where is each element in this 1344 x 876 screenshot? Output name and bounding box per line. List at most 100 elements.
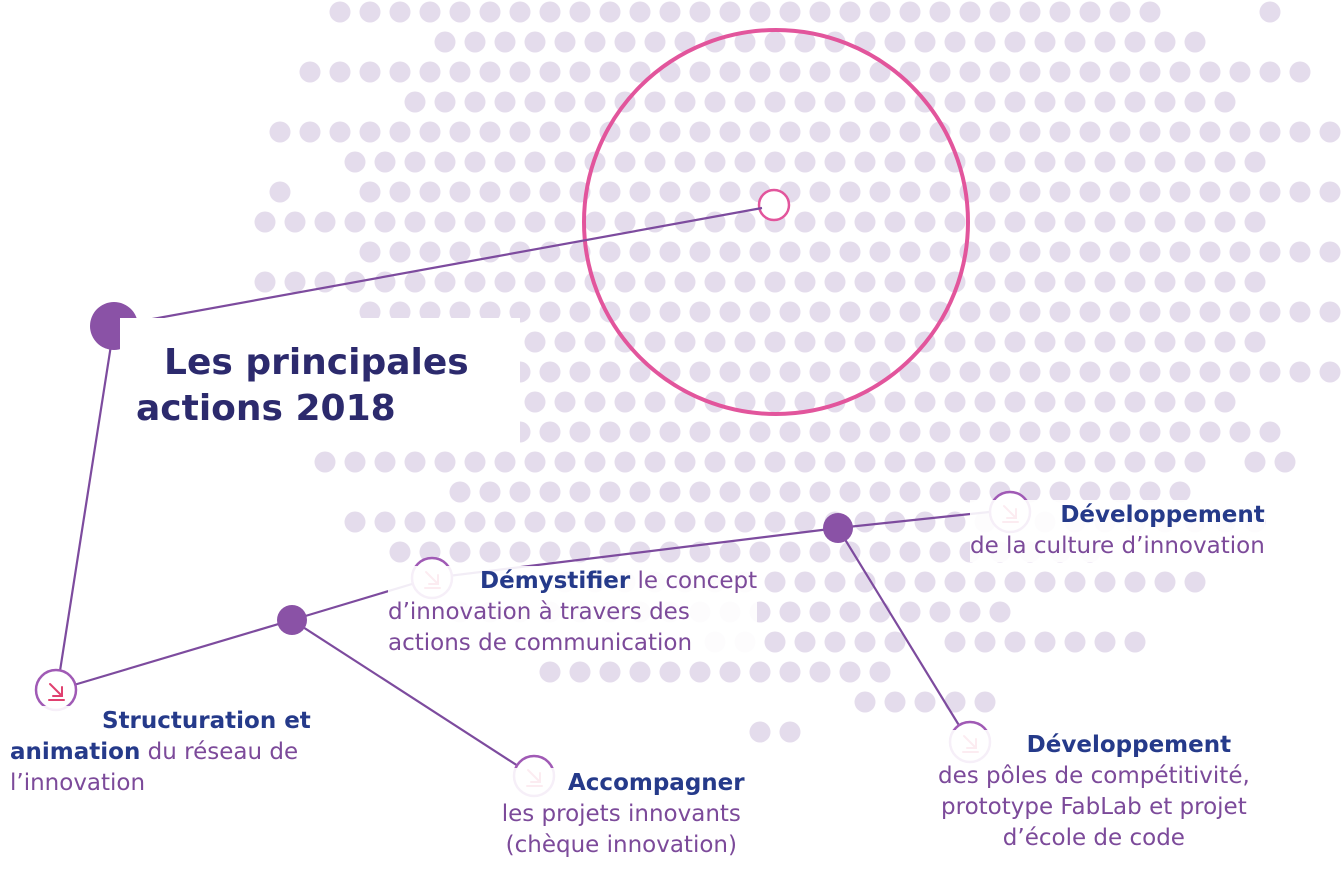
pattern-dot xyxy=(989,121,1011,143)
pattern-dot xyxy=(974,271,996,293)
pattern-dot xyxy=(1004,631,1026,653)
pattern-dot xyxy=(269,121,291,143)
pattern-dot xyxy=(569,661,591,683)
pattern-dot xyxy=(434,151,456,173)
pattern-dot xyxy=(374,451,396,473)
pattern-dot xyxy=(779,661,801,683)
pattern-dot xyxy=(839,361,861,383)
pattern-dot xyxy=(629,121,651,143)
pattern-dot xyxy=(1169,301,1191,323)
pattern-dot xyxy=(1319,181,1341,203)
pattern-dot xyxy=(449,1,471,23)
pattern-dot xyxy=(929,181,951,203)
pattern-dot xyxy=(1229,241,1251,263)
pattern-dot xyxy=(674,91,696,113)
pattern-dot xyxy=(1184,91,1206,113)
pattern-dot xyxy=(524,391,546,413)
pattern-dot xyxy=(1214,211,1236,233)
pattern-dot xyxy=(974,571,996,593)
pattern-dot xyxy=(1049,61,1071,83)
pattern-dot xyxy=(659,181,681,203)
pattern-dot xyxy=(944,91,966,113)
pattern-dot xyxy=(749,241,771,263)
pattern-dot xyxy=(674,391,696,413)
pattern-dot xyxy=(389,1,411,23)
pattern-dot xyxy=(689,1,711,23)
pattern-dot xyxy=(1004,331,1026,353)
pattern-dot xyxy=(1049,481,1071,503)
poles-text-1: des pôles de compétitivité, xyxy=(938,763,1250,789)
pattern-dot xyxy=(869,481,891,503)
pattern-dot xyxy=(1169,361,1191,383)
pattern-dot xyxy=(749,61,771,83)
pattern-dot xyxy=(644,451,666,473)
pattern-dot xyxy=(599,361,621,383)
pattern-dot xyxy=(779,721,801,743)
pattern-dot xyxy=(764,151,786,173)
pattern-dot xyxy=(479,61,501,83)
pattern-dot xyxy=(794,271,816,293)
accompagner-text-1: les projets innovants xyxy=(501,801,741,827)
pattern-dot xyxy=(974,211,996,233)
pattern-dot xyxy=(824,451,846,473)
pattern-dot xyxy=(599,181,621,203)
pattern-dot xyxy=(944,631,966,653)
connector-lines xyxy=(55,206,1009,776)
pattern-dot xyxy=(1289,181,1311,203)
pattern-dot xyxy=(404,511,426,533)
pattern-dot xyxy=(1049,181,1071,203)
pattern-dot xyxy=(464,151,486,173)
pattern-dot xyxy=(779,1,801,23)
pattern-dot xyxy=(989,421,1011,443)
pattern-dot xyxy=(644,511,666,533)
pattern-dot xyxy=(884,451,906,473)
pattern-dot xyxy=(989,61,1011,83)
pattern-dot xyxy=(734,211,756,233)
pattern-dot xyxy=(1259,241,1281,263)
pattern-dot xyxy=(524,331,546,353)
pattern-dot xyxy=(449,241,471,263)
pattern-dot xyxy=(1289,61,1311,83)
pattern-dot xyxy=(869,421,891,443)
pattern-dot xyxy=(584,331,606,353)
pattern-dot xyxy=(719,361,741,383)
pattern-dot xyxy=(1124,391,1146,413)
pattern-dot xyxy=(524,91,546,113)
pattern-dot xyxy=(809,421,831,443)
pattern-dot xyxy=(1289,241,1311,263)
pattern-dot xyxy=(554,391,576,413)
pattern-dot xyxy=(1259,181,1281,203)
pattern-dot xyxy=(539,661,561,683)
pattern-dot xyxy=(1034,211,1056,233)
pattern-dot xyxy=(1064,151,1086,173)
pattern-dot xyxy=(929,241,951,263)
pattern-dot xyxy=(869,1,891,23)
pattern-dot xyxy=(794,211,816,233)
pattern-dot xyxy=(704,511,726,533)
pattern-dot xyxy=(314,211,336,233)
pattern-dot xyxy=(749,541,771,563)
pattern-dot xyxy=(449,481,471,503)
pattern-dot xyxy=(944,691,966,713)
pattern-dot xyxy=(884,31,906,53)
structuration-heading-2: animation xyxy=(10,739,141,765)
pattern-dot xyxy=(539,121,561,143)
pattern-dot xyxy=(824,211,846,233)
pattern-dot xyxy=(389,181,411,203)
pattern-dot xyxy=(719,121,741,143)
pattern-dot xyxy=(1049,241,1071,263)
pattern-dot xyxy=(1214,331,1236,353)
pattern-dot xyxy=(809,181,831,203)
pattern-dot xyxy=(809,241,831,263)
pattern-dot xyxy=(869,541,891,563)
pattern-dot xyxy=(959,61,981,83)
pattern-dot xyxy=(884,211,906,233)
pattern-dot xyxy=(719,541,741,563)
pattern-dot xyxy=(1199,361,1221,383)
pattern-dot xyxy=(869,301,891,323)
pattern-dot xyxy=(959,481,981,503)
pattern-dot xyxy=(1289,301,1311,323)
pattern-dot xyxy=(629,481,651,503)
pattern-dot xyxy=(809,361,831,383)
pattern-dot xyxy=(1034,631,1056,653)
